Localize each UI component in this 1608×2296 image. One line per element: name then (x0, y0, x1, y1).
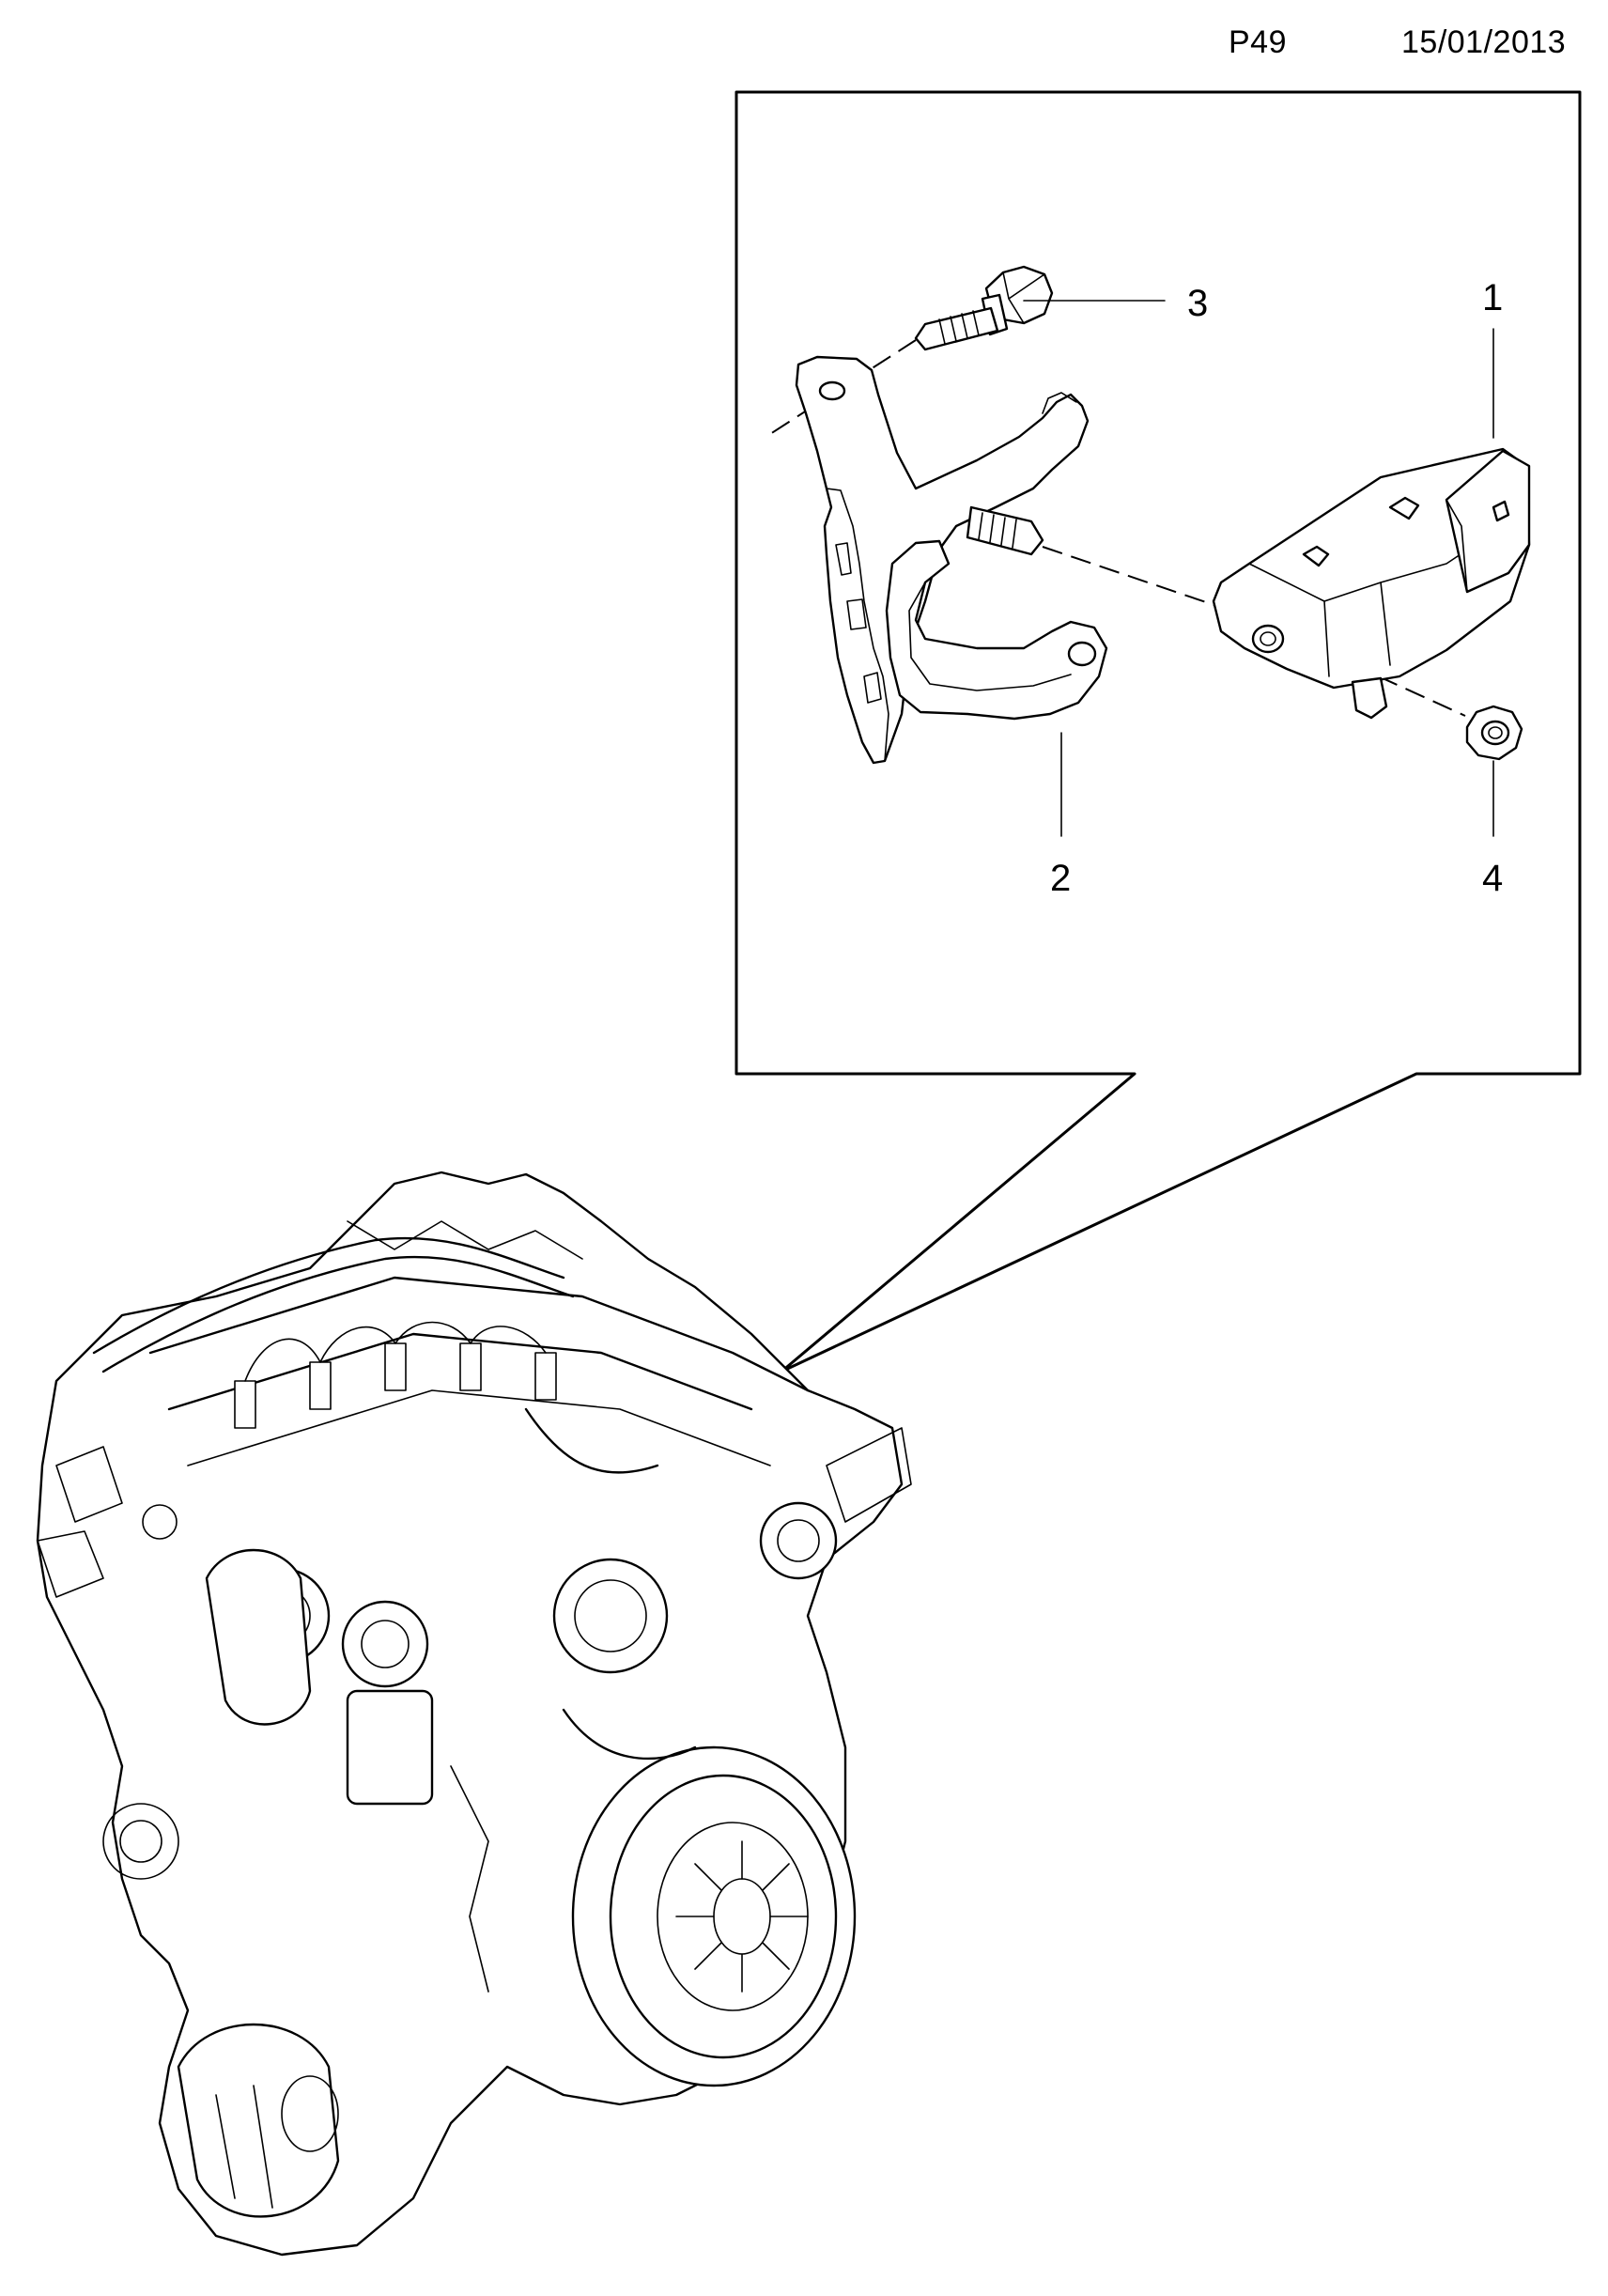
callout-1: 1 (1482, 277, 1503, 318)
engine-assembly-icon (36, 1171, 912, 2257)
flange-nut-icon (1465, 705, 1523, 761)
page-date: 15/01/2013 (1401, 24, 1567, 60)
detail-frame (734, 90, 1582, 1373)
mounting-bracket-icon (795, 355, 1108, 765)
callout-3: 3 (1187, 283, 1208, 324)
pressure-sensor-icon (1212, 447, 1531, 720)
callout-4: 4 (1482, 858, 1503, 899)
page-code: P49 (1229, 24, 1287, 60)
flange-bolt-icon (914, 265, 1054, 351)
callout-2: 2 (1050, 858, 1071, 899)
